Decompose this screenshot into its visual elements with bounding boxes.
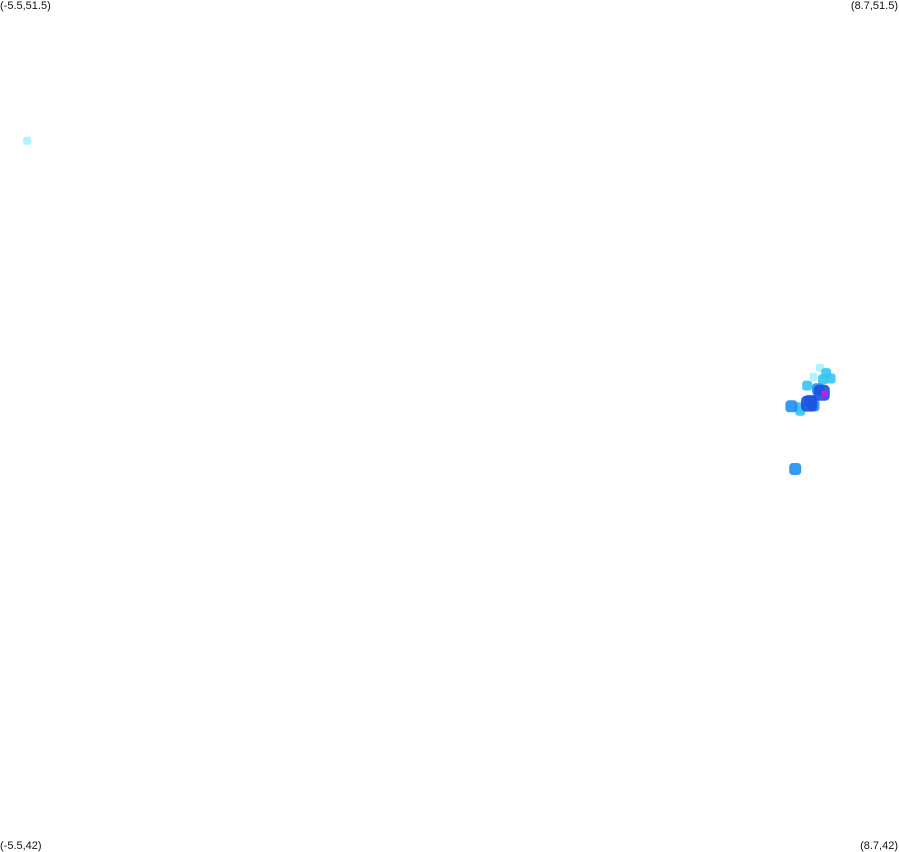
hotspot-very-high [801,395,818,412]
corner-label-bottom-left: (-5.5,42) [0,840,42,852]
corner-label-top-right: (8.7,51.5) [850,0,898,12]
hotspot-high [789,463,802,475]
hotspot-low [809,372,818,381]
hotspot-low [23,136,32,145]
hotspot-medium [802,380,813,391]
hotspot-layer [23,136,836,475]
hotspot-medium [825,373,836,384]
corner-label-top-left: (-5.5,51.5) [0,0,51,12]
hotspot-medium [818,374,828,385]
hotspot-peak [821,390,828,397]
corner-label-bottom-right: (8.7,42) [860,840,898,852]
hotspot-high [785,400,798,413]
